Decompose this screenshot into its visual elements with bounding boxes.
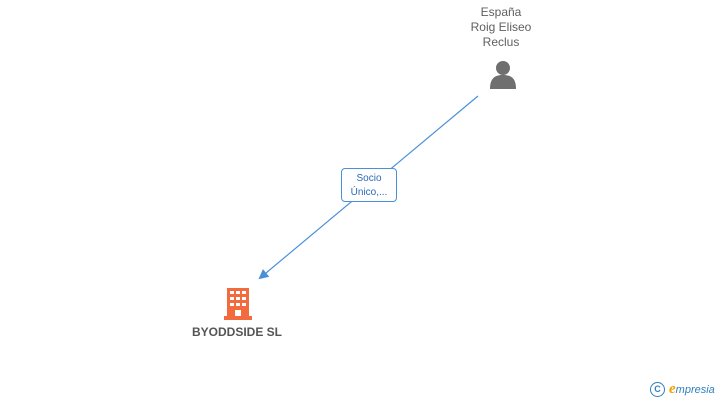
relation-label-line-2: Único,... xyxy=(350,187,388,198)
relation-label[interactable]: Socio Único,... xyxy=(341,168,397,202)
person-name-line-2: Roig Eliseo xyxy=(470,20,532,34)
brand-initial: e xyxy=(669,381,676,397)
building-icon[interactable] xyxy=(222,286,254,320)
brand-rest: mpresia xyxy=(675,384,715,396)
copyright-icon: C xyxy=(650,382,665,397)
relation-label-line-1: Socio xyxy=(356,173,382,184)
person-name-line-3: Reclus xyxy=(482,35,520,49)
person-name-line-1: España xyxy=(480,5,522,19)
person-name[interactable]: España Roig Eliseo Reclus xyxy=(441,5,561,50)
company-name[interactable]: BYODDSIDE SL xyxy=(191,325,282,339)
person-icon[interactable] xyxy=(486,58,520,92)
